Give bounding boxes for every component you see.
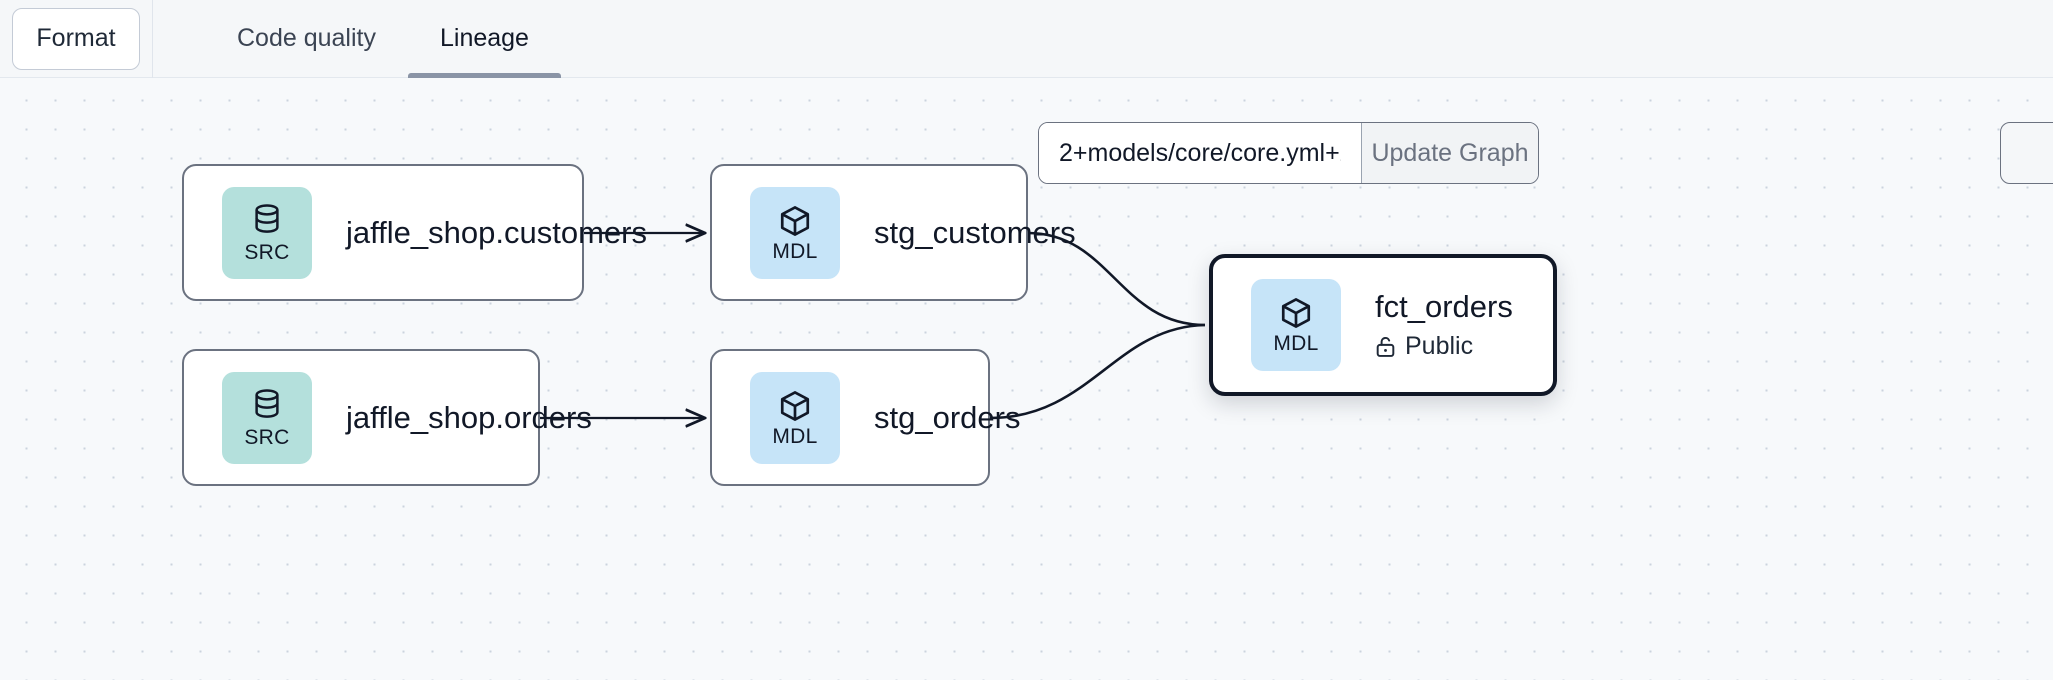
database-icon <box>255 388 279 418</box>
mdl-badge-label: MDL <box>772 239 818 263</box>
tab-lineage[interactable]: Lineage <box>407 0 561 78</box>
node-label: fct_orders <box>1375 289 1513 325</box>
graph-selector-control[interactable]: Update Graph <box>1038 122 1539 184</box>
mdl-badge-label: MDL <box>772 424 818 448</box>
offscreen-control[interactable] <box>2000 122 2053 184</box>
node-access-label: Public <box>1405 331 1474 360</box>
lineage-node-stg-orders[interactable]: MDL stg_orders <box>710 349 1020 486</box>
node-label: jaffle_shop.orders <box>346 399 592 435</box>
node-access-badge: Public <box>1375 332 1513 361</box>
src-badge-label: SRC <box>244 425 290 449</box>
node-body: jaffle_shop.customers <box>346 215 647 251</box>
database-icon <box>255 203 279 233</box>
cube-icon <box>1281 298 1311 328</box>
mdl-badge-label: MDL <box>1273 332 1319 355</box>
format-button[interactable]: Format <box>12 7 140 70</box>
cube-icon <box>780 390 810 421</box>
node-body: fct_orders Public <box>1375 289 1513 361</box>
lineage-canvas[interactable]: SRC jaffle_shop.customers MDL stg_custom… <box>0 78 2053 680</box>
src-badge-label: SRC <box>244 240 290 264</box>
src-badge: SRC <box>222 371 312 464</box>
graph-selector-input[interactable] <box>1039 123 1361 183</box>
node-body: stg_orders <box>874 400 1020 436</box>
lineage-node-fct-orders[interactable]: MDL fct_orders Public <box>1209 254 1557 396</box>
lineage-node-jaffle-shop-orders[interactable]: SRC jaffle_shop.orders <box>182 349 592 486</box>
mdl-badge: MDL <box>750 371 840 464</box>
tab-code-quality[interactable]: Code quality <box>237 24 376 52</box>
node-label: stg_customers <box>874 214 1076 250</box>
lineage-node-jaffle-shop-customers[interactable]: SRC jaffle_shop.customers <box>182 164 647 301</box>
node-body: stg_customers <box>874 215 1076 251</box>
tab-bar: Code quality Lineage <box>205 0 561 78</box>
update-graph-button[interactable]: Update Graph <box>1361 123 1538 183</box>
mdl-badge: MDL <box>1251 279 1341 371</box>
mdl-badge: MDL <box>750 186 840 279</box>
cube-icon <box>780 205 810 236</box>
edge-stg-orders-to-fct-orders <box>989 323 1206 420</box>
lineage-edges <box>540 78 1206 680</box>
src-badge: SRC <box>222 186 312 279</box>
node-label: jaffle_shop.customers <box>346 214 647 250</box>
node-label: stg_orders <box>874 399 1021 435</box>
toolbar: Format Code quality Lineage <box>0 0 2053 78</box>
lineage-node-stg-customers[interactable]: MDL stg_customers <box>710 164 1076 301</box>
unlock-icon <box>1376 336 1395 357</box>
node-body: jaffle_shop.orders <box>346 400 592 436</box>
toolbar-divider <box>152 0 153 78</box>
edge-stg-customers-to-fct-orders <box>1027 231 1206 327</box>
